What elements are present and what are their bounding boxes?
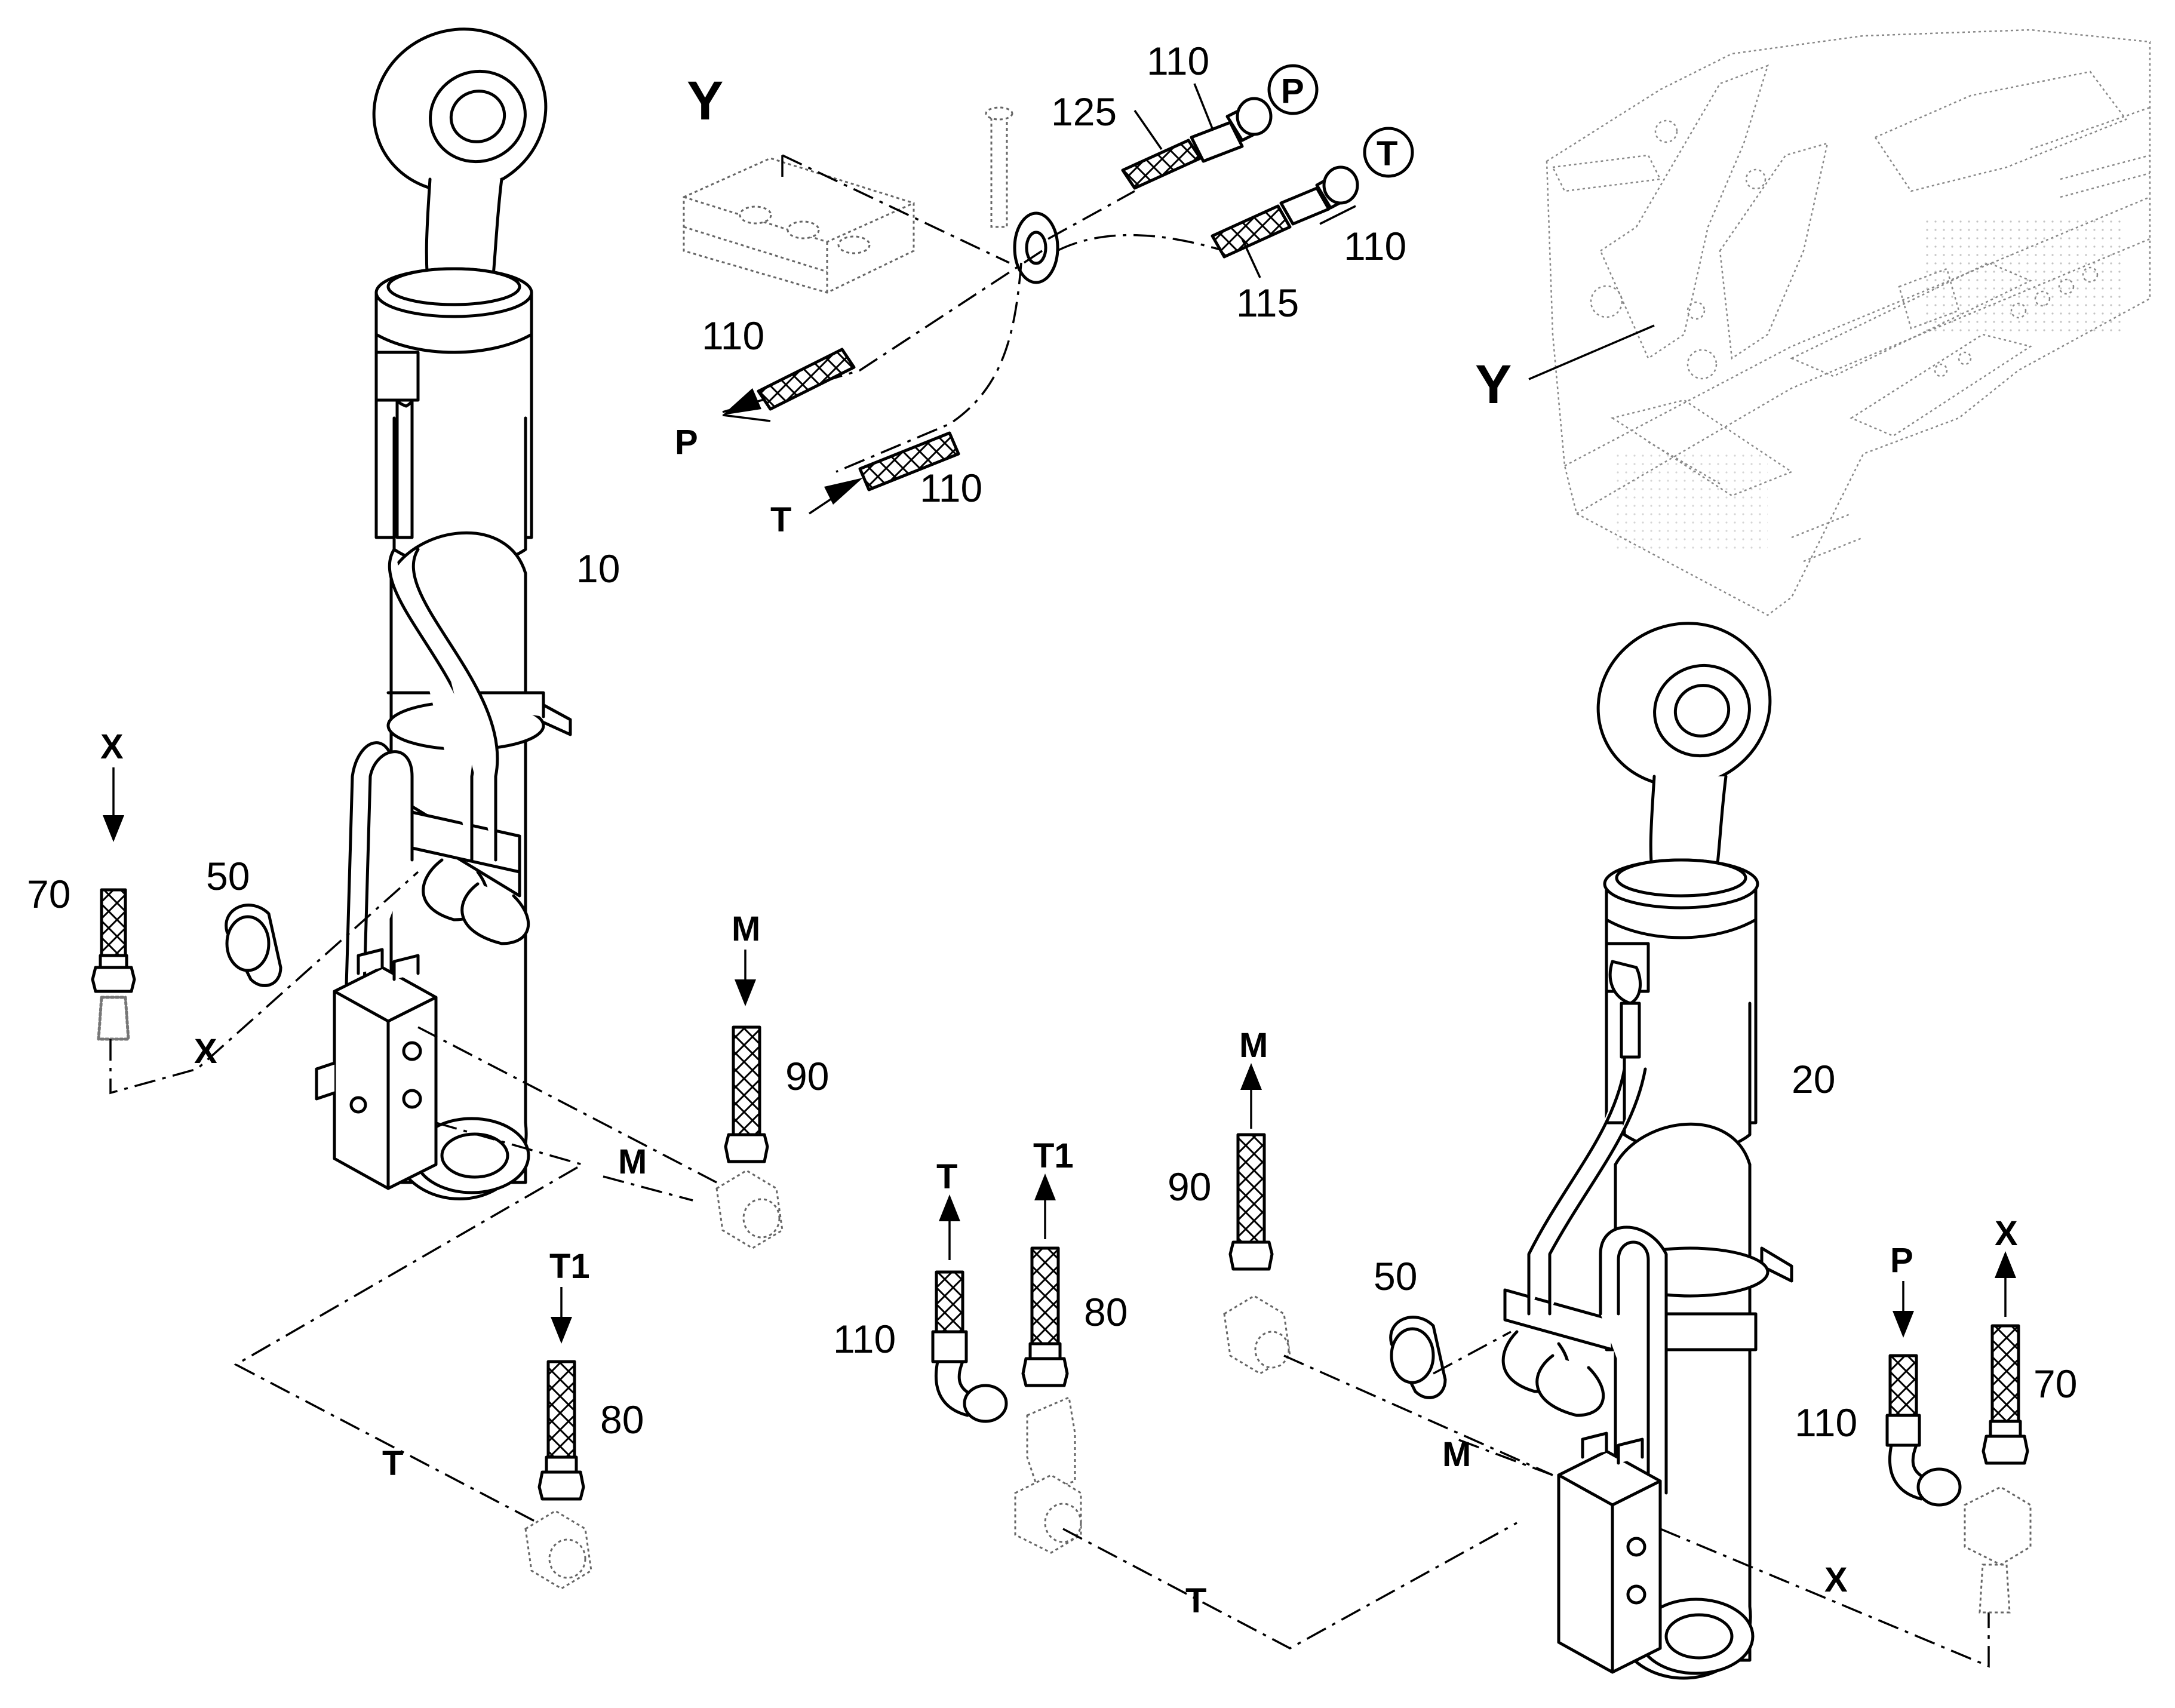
- valve-block-left: [315, 948, 438, 1190]
- fitting-centerline-lower: [1056, 234, 1225, 252]
- label-125: 125: [1051, 90, 1117, 134]
- t-line-center: [1062, 1522, 1517, 1649]
- port-p-right: P: [1890, 1241, 1913, 1280]
- fitting-centerline-upper: [1047, 190, 1135, 240]
- port-m-left: M: [618, 1142, 647, 1181]
- label-cylinder-10: 10: [576, 546, 620, 591]
- elbow-m-left: [715, 1169, 784, 1249]
- tee-fitting-center: [1014, 1396, 1082, 1554]
- valve-block-right: [1557, 1431, 1662, 1674]
- svg-text:T: T: [1377, 134, 1397, 173]
- arrow-x-left-head: [103, 815, 124, 842]
- label-80-center: 80: [1084, 1290, 1128, 1334]
- clamp-50-left: [225, 904, 282, 987]
- port-t-center: T: [936, 1157, 957, 1196]
- tee-fitting-right: [1964, 1486, 2032, 1614]
- hose-70-right: [1982, 1324, 2029, 1465]
- fitting-125-group: [1121, 97, 1273, 190]
- label-110-top: 110: [1147, 39, 1209, 83]
- hose-80-left: [537, 1360, 585, 1501]
- elbow-m-center: [1223, 1295, 1291, 1375]
- circled-p: P: [1267, 64, 1319, 115]
- cylinder-20: [1501, 622, 1793, 1680]
- hose-110-center: [931, 1270, 1008, 1423]
- svg-text:P: P: [1281, 72, 1304, 110]
- p-line-centerline: [722, 250, 1043, 413]
- port-m-center: M: [1239, 1026, 1268, 1065]
- port-m-left-top: M: [732, 910, 760, 948]
- label-110-center: 110: [833, 1317, 896, 1361]
- machine-frame-sketch: [1546, 29, 2151, 616]
- label-70-left: 70: [27, 872, 70, 916]
- view-y-leader: [1528, 324, 1655, 380]
- arrow-x-right-head: [1995, 1251, 2016, 1278]
- clamp-50-right: [1389, 1316, 1447, 1399]
- port-x-right-top: X: [1995, 1214, 2018, 1253]
- hose-110-right: [1885, 1354, 1962, 1507]
- clamp-centerline: [781, 154, 1010, 264]
- leader-110-top: [1193, 83, 1214, 129]
- label-90-center: 90: [1168, 1165, 1211, 1209]
- detail-hose-t: [858, 431, 960, 491]
- m-line-right: [1457, 1438, 1553, 1476]
- arrow-m-left-head: [735, 979, 756, 1006]
- t-line-centerline: [835, 262, 1022, 473]
- circled-t: T: [1363, 127, 1414, 178]
- port-x-right: X: [1824, 1560, 1848, 1599]
- m-line-left: [417, 1026, 717, 1184]
- x-line-left: [109, 871, 419, 1095]
- leader-115: [1241, 238, 1261, 278]
- port-t1-left-top: T1: [549, 1247, 590, 1286]
- label-115: 115: [1236, 281, 1299, 325]
- arrow-t-shaft: [809, 494, 837, 515]
- label-110-detail-t: 110: [920, 466, 982, 510]
- label-90-left: 90: [785, 1054, 829, 1098]
- bolt-and-grommet: [985, 106, 1059, 284]
- label-70-right: 70: [2033, 1362, 2077, 1406]
- arrow-p-out: [723, 388, 761, 415]
- fitting-115-group: [1211, 165, 1359, 259]
- port-t1-center: T1: [1033, 1136, 1074, 1175]
- m-line-left-b: [603, 1175, 693, 1202]
- label-110-right-cyl: 110: [1795, 1400, 1857, 1445]
- view-y-label-frame: Y: [1475, 354, 1512, 415]
- detail-y-title: Y: [687, 70, 723, 131]
- elbow-t-left: [524, 1510, 592, 1590]
- arrow-t1-left-head: [551, 1317, 572, 1344]
- arrow-t-center-head: [939, 1194, 960, 1221]
- label-50-right: 50: [1374, 1254, 1417, 1298]
- x-line-right: [1660, 1528, 1990, 1668]
- arrow-p-right-head: [1893, 1311, 1914, 1338]
- port-p-detail: P: [675, 423, 698, 462]
- clamp-50-right-line: [1433, 1331, 1512, 1375]
- port-t-detail: T: [770, 500, 791, 539]
- pipe-clamp-block: [683, 157, 915, 294]
- m-line-center: [1283, 1354, 1553, 1476]
- detail-hose-p: [757, 348, 856, 411]
- leader-125: [1133, 110, 1163, 150]
- port-x-left-top: X: [100, 727, 124, 766]
- hose-70-left: [91, 888, 136, 1041]
- label-110-right: 110: [1344, 224, 1406, 268]
- hose-90-center: [1228, 1133, 1274, 1271]
- arrow-m-center-head: [1240, 1063, 1262, 1090]
- hose-80-center: [1021, 1246, 1069, 1387]
- label-110-detail-p: 110: [702, 314, 764, 358]
- port-t-center-line: T: [1185, 1581, 1206, 1620]
- label-80-left: 80: [600, 1397, 644, 1442]
- label-50-left: 50: [206, 854, 250, 898]
- leader-110-right: [1319, 205, 1356, 225]
- label-cylinder-20: 20: [1792, 1057, 1835, 1101]
- hose-90-left: [724, 1025, 769, 1163]
- arrow-t1-center-head: [1034, 1174, 1056, 1200]
- port-m-right: M: [1442, 1435, 1471, 1474]
- t-line-left: [234, 1122, 585, 1530]
- port-t-left: T: [382, 1444, 403, 1483]
- port-x-left: X: [194, 1032, 217, 1071]
- arrow-p-shaft: [722, 414, 771, 422]
